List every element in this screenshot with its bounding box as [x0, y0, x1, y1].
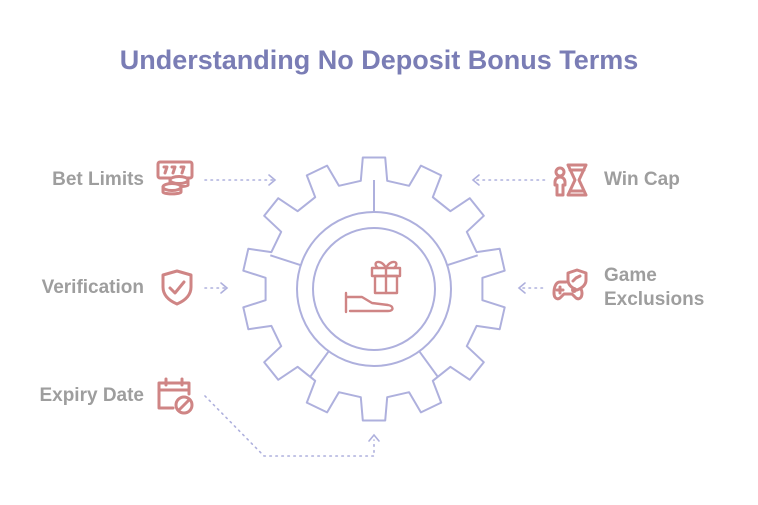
connectors — [204, 174, 546, 457]
inner-circle — [312, 227, 436, 351]
gear-outline — [242, 156, 506, 422]
shield-check-icon — [161, 269, 193, 306]
connector-expiry-date — [204, 395, 375, 457]
label-bet-limits: Bet Limits — [52, 169, 144, 190]
gamepad-shield-icon — [552, 268, 588, 301]
person-trophy-hourglass-icon — [553, 163, 588, 197]
gear-divider — [269, 254, 302, 267]
label-game-exclusions-line2: Exclusions — [604, 289, 705, 310]
page-title: Understanding No Deposit Bonus Terms — [119, 45, 639, 75]
label-win-cap: Win Cap — [604, 169, 680, 190]
label-game-exclusions-line1: Game — [604, 265, 657, 286]
slot-coins-icon — [156, 160, 194, 196]
calendar-blocked-icon — [157, 377, 194, 415]
label-verification: Verification — [41, 277, 144, 298]
hand-gift-icon — [344, 260, 402, 314]
gear-divider — [418, 350, 439, 378]
gear-divider — [309, 350, 330, 378]
gear-divider — [446, 254, 479, 267]
label-expiry-date: Expiry Date — [39, 385, 144, 406]
